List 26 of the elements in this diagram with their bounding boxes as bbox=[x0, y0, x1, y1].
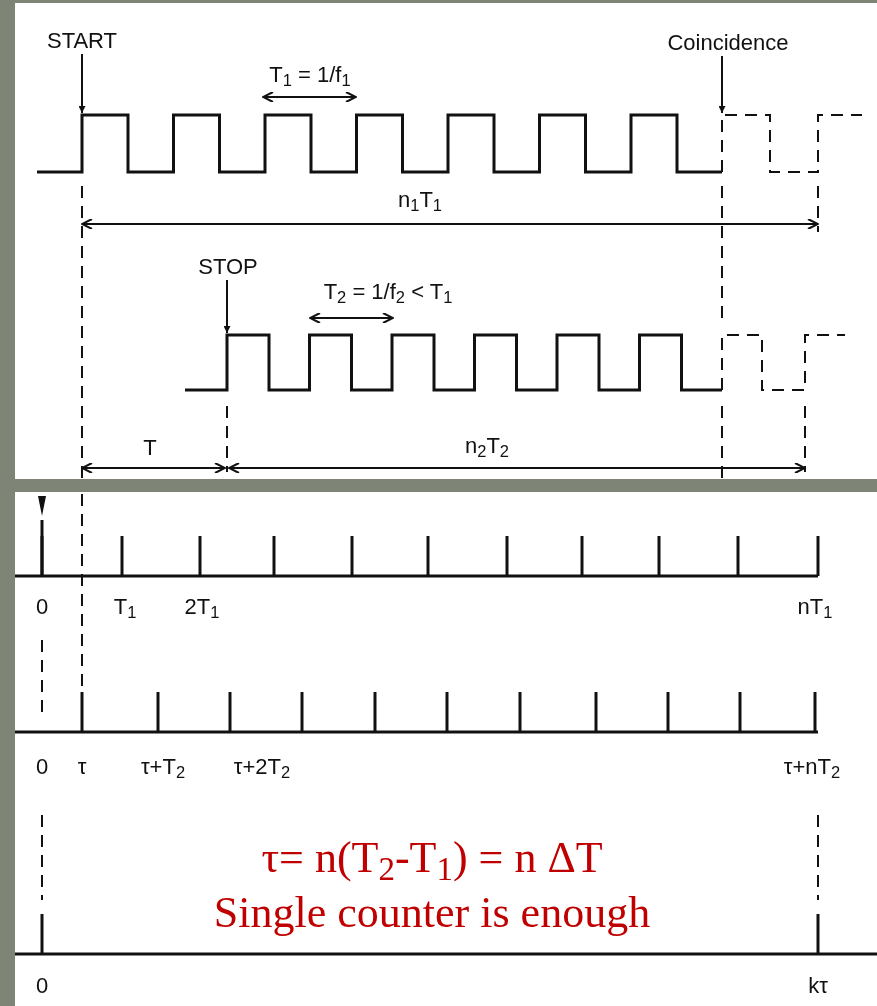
formula-text: τ= n(T$_{2}$-T$_{1}$) = n ΔT bbox=[261, 836, 603, 880]
time-label: τ+T$_{2}$ bbox=[140, 756, 186, 778]
arrow bbox=[718, 55, 726, 114]
time-label: 0 bbox=[35, 975, 49, 997]
time-label: τ+2T$_{2}$ bbox=[233, 756, 291, 778]
time-label: τ bbox=[77, 756, 87, 778]
signal-label: START bbox=[46, 30, 118, 52]
arrow bbox=[78, 53, 86, 114]
formula-text: Single counter is enough bbox=[213, 891, 651, 935]
time-label: τ+nT$_{2}$ bbox=[783, 756, 841, 778]
time-label: T$_{2}$ = 1/f$_{2}$ < T$_{1}$ bbox=[323, 281, 453, 303]
time-label: n$_{1}$T$_{1}$ bbox=[397, 189, 443, 211]
time-label: kτ bbox=[808, 975, 828, 997]
signal-label: Coincidence bbox=[667, 32, 789, 54]
waveform-drawing bbox=[185, 333, 846, 392]
signal-label: STOP bbox=[198, 256, 258, 278]
time-label: T$_{1}$ = 1/f$_{1}$ bbox=[269, 64, 351, 86]
time-label: T bbox=[143, 437, 157, 459]
time-label: n$_{2}$T$_{2}$ bbox=[464, 435, 510, 457]
waveform-drawing bbox=[37, 113, 863, 174]
time-label: 2T$_{1}$ bbox=[184, 596, 220, 618]
time-label: 0 bbox=[35, 756, 49, 778]
time-label: nT$_{1}$ bbox=[797, 596, 833, 618]
time-label: 0 bbox=[35, 596, 49, 618]
arrow bbox=[223, 279, 231, 334]
time-label: T$_{1}$ bbox=[113, 596, 137, 618]
